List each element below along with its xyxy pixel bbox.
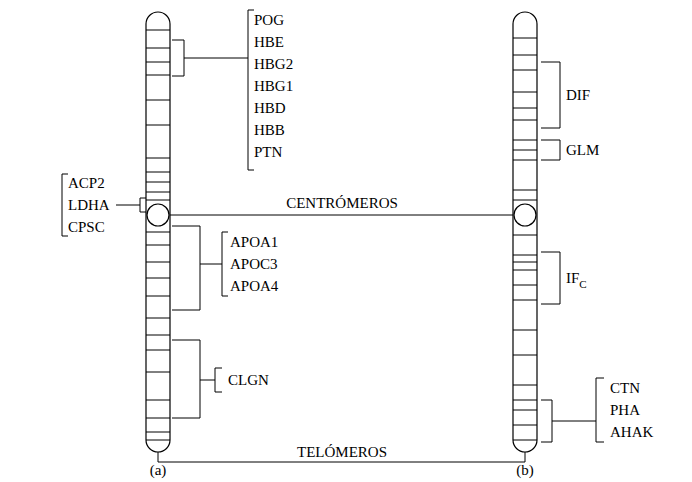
centromere-a xyxy=(147,204,169,226)
chromosome-band xyxy=(513,355,537,356)
chromosome-band xyxy=(513,440,537,441)
gene-bracket xyxy=(541,378,604,442)
chromosome-band xyxy=(146,296,170,297)
chromosome-band xyxy=(513,255,537,256)
chromosome-band xyxy=(146,400,170,401)
chromosome-band xyxy=(146,62,170,63)
gene-label: CPSC xyxy=(68,218,105,236)
gene-label: DIF xyxy=(566,86,590,104)
chromosome-band xyxy=(146,100,170,101)
chromosome-band xyxy=(513,262,537,263)
chromosome-band xyxy=(146,182,170,183)
chromosome-band xyxy=(146,245,170,246)
centromere-b xyxy=(514,204,536,226)
chromosome-band xyxy=(146,350,170,351)
chromosome-band xyxy=(146,262,170,263)
chromosome-band xyxy=(513,190,537,191)
centromere-line xyxy=(170,215,513,216)
chromosome-band xyxy=(513,200,537,201)
gene-label: APOA4 xyxy=(230,277,278,295)
chromosome-a xyxy=(146,12,170,452)
chromosome-band xyxy=(146,418,170,419)
gene-label: AHAK xyxy=(610,423,653,441)
gene-label: HBE xyxy=(254,33,284,51)
chromosome-band xyxy=(146,232,170,233)
chromosome-band xyxy=(146,318,170,319)
gene-label: HBG2 xyxy=(254,55,293,73)
gene-label: GLM xyxy=(566,141,599,159)
telomere-label: TELÓMEROS xyxy=(297,443,387,461)
chromosome-band xyxy=(513,400,537,401)
chromosome-band xyxy=(146,48,170,49)
chromosome-band xyxy=(146,432,170,433)
chromosome-band xyxy=(146,192,170,193)
gene-label: CTN xyxy=(610,379,640,397)
gene-label: IF xyxy=(566,269,579,287)
gene-bracket xyxy=(541,140,560,160)
chromosome-b xyxy=(513,12,537,452)
chromosome-band xyxy=(146,75,170,76)
chromosome-band xyxy=(513,92,537,93)
gene-label: ACP2 xyxy=(68,174,105,192)
chromosome-band xyxy=(146,372,170,373)
gene-subscript: C xyxy=(579,278,586,291)
chromosome-band xyxy=(513,55,537,56)
chromosome-band xyxy=(513,140,537,141)
chromosome-band xyxy=(513,70,537,71)
chromosome-band xyxy=(513,120,537,121)
chromosome-band xyxy=(513,150,537,151)
chromosome-band xyxy=(513,160,537,161)
gene-bracket xyxy=(172,10,254,170)
gene-label: PHA xyxy=(610,401,640,419)
chromosome-band xyxy=(146,335,170,336)
chromosome-band xyxy=(513,38,537,39)
gene-label: LDHA xyxy=(68,196,110,214)
centromere-label: CENTRÓMEROS xyxy=(286,194,398,212)
chromosome-band xyxy=(146,158,170,159)
chromosome-band xyxy=(146,278,170,279)
chromosome-band xyxy=(146,125,170,126)
gene-bracket xyxy=(62,174,146,236)
chromosome-band xyxy=(513,300,537,301)
gene-bracket xyxy=(541,62,560,128)
gene-label: PTN xyxy=(254,143,282,161)
chromosome-band xyxy=(146,200,170,201)
chromosome-band xyxy=(513,235,537,236)
gene-label: HBB xyxy=(254,121,285,139)
chromosome-band xyxy=(513,410,537,411)
chromosome-band xyxy=(513,108,537,109)
gene-label: HBG1 xyxy=(254,77,293,95)
chromosome-band xyxy=(146,172,170,173)
gene-bracket xyxy=(172,226,228,310)
gene-label: CLGN xyxy=(228,371,269,389)
gene-label: APOC3 xyxy=(230,255,278,273)
chromosome-band xyxy=(513,285,537,286)
chromosome-band xyxy=(513,330,537,331)
gene-label: HBD xyxy=(254,99,286,117)
chromosome-band xyxy=(146,440,170,441)
chromosome-band xyxy=(513,270,537,271)
chromosome-band xyxy=(146,30,170,31)
gene-label: APOA1 xyxy=(230,233,278,251)
panel-label: (b) xyxy=(516,461,534,479)
gene-bracket xyxy=(172,340,222,418)
chromosome-band xyxy=(513,425,537,426)
gene-label: POG xyxy=(254,11,284,29)
chromosome-band xyxy=(513,385,537,386)
gene-bracket xyxy=(541,252,560,304)
panel-label: (a) xyxy=(150,461,167,479)
